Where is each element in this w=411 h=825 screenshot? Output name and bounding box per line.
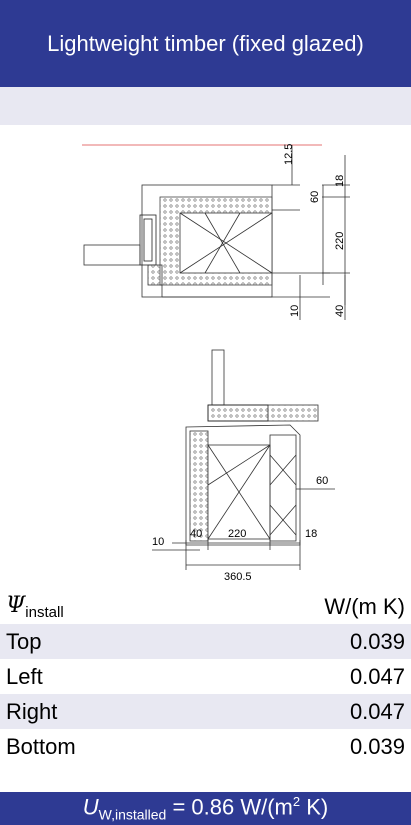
table-row-left: Left 0.047 bbox=[0, 659, 411, 694]
dim-40-bottom: 40 bbox=[190, 528, 202, 540]
top-detail bbox=[82, 144, 350, 320]
row-value: 0.047 bbox=[349, 663, 405, 689]
bottom-detail-dimensions: 60 40 220 18 10 360.5 bbox=[152, 475, 328, 583]
dim-12-5: 12.5 bbox=[283, 144, 295, 165]
psi-label: Ψinstall bbox=[6, 592, 64, 621]
row-label: Left bbox=[6, 663, 43, 689]
psi-symbol: Ψ bbox=[6, 593, 26, 618]
card-header: Lightweight timber (fixed glazed) bbox=[0, 0, 411, 87]
dim-220-bottom: 220 bbox=[228, 528, 246, 540]
dim-10-top: 10 bbox=[289, 305, 301, 317]
row-value: 0.039 bbox=[349, 628, 405, 654]
dim-360-5: 360.5 bbox=[224, 571, 252, 583]
dim-40-top: 40 bbox=[334, 305, 346, 317]
row-label: Right bbox=[6, 698, 58, 724]
header-band bbox=[0, 87, 411, 125]
dim-60-bottom: 60 bbox=[316, 475, 328, 487]
psi-unit: W/(m K) bbox=[324, 593, 405, 619]
dim-60-top: 60 bbox=[309, 191, 321, 203]
psi-header-row: Ψinstall W/(m K) bbox=[0, 589, 411, 624]
table-row-top: Top 0.039 bbox=[0, 624, 411, 659]
u-symbol: U bbox=[82, 794, 99, 820]
dim-220-top: 220 bbox=[334, 232, 346, 250]
dim-10-bottom: 10 bbox=[152, 536, 164, 548]
technical-drawing: 12.5 60 18 220 10 40 bbox=[0, 125, 411, 585]
row-value: 0.047 bbox=[349, 698, 405, 724]
dim-18-top: 18 bbox=[334, 175, 346, 187]
row-label: Bottom bbox=[6, 733, 76, 759]
u-superscript: 2 bbox=[292, 794, 301, 810]
dim-18-bottom: 18 bbox=[305, 528, 317, 540]
bottom-detail bbox=[152, 349, 335, 570]
row-label: Top bbox=[6, 628, 42, 654]
psi-subscript: install bbox=[25, 604, 64, 621]
table-row-bottom: Bottom 0.039 bbox=[0, 729, 411, 764]
u-value: = 0.86 W/(m bbox=[166, 794, 293, 820]
row-value: 0.039 bbox=[349, 733, 405, 759]
section-drawings-svg: 12.5 60 18 220 10 40 bbox=[82, 144, 350, 583]
table-row-right: Right 0.047 bbox=[0, 694, 411, 729]
uw-formula: UW,installed = 0.86 W/(m2 K) bbox=[83, 794, 329, 823]
u-unit-close: K) bbox=[300, 794, 329, 820]
top-detail-dimensions: 12.5 60 18 220 10 40 bbox=[283, 144, 346, 317]
card-title: Lightweight timber (fixed glazed) bbox=[47, 30, 364, 56]
uw-installed-footer: UW,installed = 0.86 W/(m2 K) bbox=[0, 792, 411, 825]
u-subscript: W,installed bbox=[98, 806, 167, 823]
